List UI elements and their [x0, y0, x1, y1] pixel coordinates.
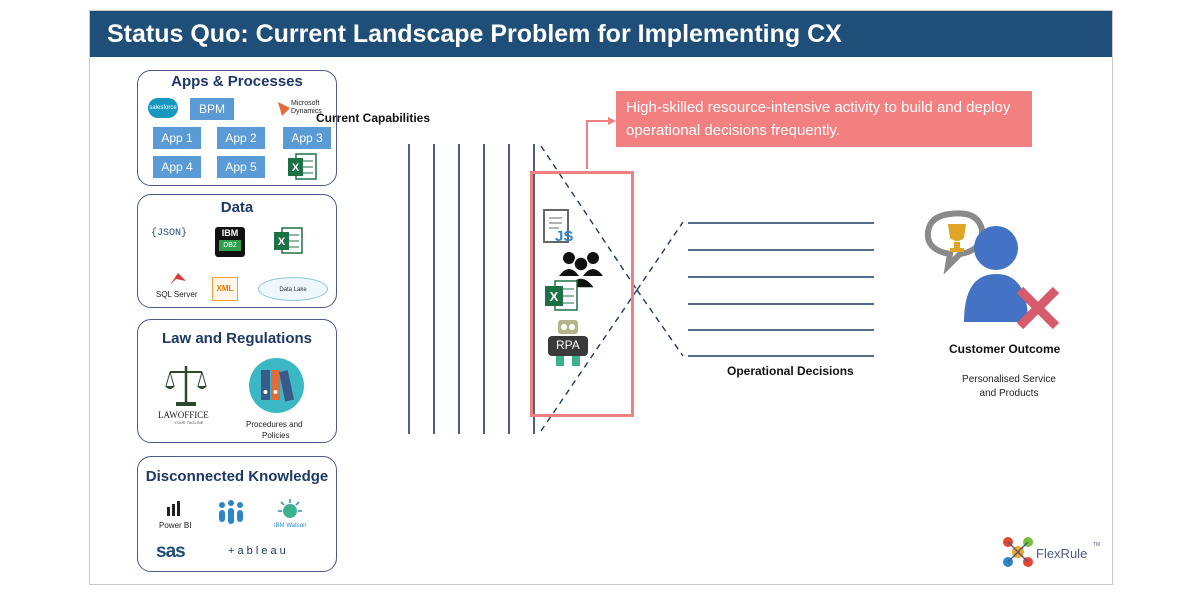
funnel-lower-right: [636, 289, 684, 357]
svg-text:X: X: [292, 162, 300, 174]
sas-logo: sas: [156, 541, 186, 563]
robot-svg: [548, 320, 588, 366]
title-bar: Status Quo: Current Landscape Problem fo…: [90, 11, 1112, 57]
funnel-upper-left: [540, 145, 638, 291]
panel-law-regulations: Law and Regulations LAWOFFICE YOUR TAGLI…: [137, 319, 337, 443]
page-title: Status Quo: Current Landscape Problem fo…: [107, 20, 842, 48]
funnel-dashes: [540, 145, 684, 432]
ibm-watson-label: IBM Watson: [274, 523, 307, 529]
svg-text:X: X: [550, 289, 559, 304]
excel-icon-tools: X: [545, 280, 578, 311]
dynamics-line1: Microsoft: [291, 100, 320, 107]
rpa-robot-icon: RPA: [544, 318, 592, 368]
xml-icon: XML: [212, 277, 238, 301]
flexrule-tm: TM: [1093, 542, 1101, 548]
lawoffice-label: LAWOFFICE: [158, 410, 209, 420]
tableau-logo: + a b l e a u: [228, 545, 286, 557]
app-5-box: App 5: [217, 156, 265, 178]
rpa-label: RPA: [556, 338, 580, 352]
js-label: JS: [555, 228, 574, 245]
app-2-box: App 2: [217, 127, 265, 149]
current-capabilities-label: Current Capabilities: [316, 111, 431, 125]
dynamics-line2: Dynamics: [291, 108, 322, 115]
data-lake-label: Data Lake: [279, 287, 307, 293]
callout-connector: [586, 117, 616, 169]
sql-server-icon: [170, 273, 186, 285]
callout-arrow-line: [586, 120, 610, 169]
app-3-box: App 3: [283, 127, 331, 149]
flexrule-logo: FlexRule TM: [1000, 534, 1110, 574]
salesforce-logo: salesforce: [148, 98, 178, 118]
panel-data-title: Data: [220, 199, 254, 216]
procedures-line1: Procedures and: [246, 420, 303, 429]
customer-head: [974, 226, 1018, 270]
db2-label: DB2: [219, 240, 241, 251]
panel-apps-title: Apps & Processes: [171, 73, 303, 90]
capability-lines: [408, 144, 535, 434]
panel-apps-processes: Apps & Processes salesforce BPM Microsof…: [137, 70, 337, 186]
customer-sub-line1: Personalised Service: [962, 374, 1056, 385]
bpm-box: BPM: [190, 98, 234, 120]
funnel-upper-right: [636, 221, 684, 291]
svg-text:X: X: [278, 236, 286, 248]
scales-icon: [165, 366, 207, 406]
customer-outcome-sub: Personalised Service and Products: [949, 373, 1069, 401]
panel-knowledge-title: Disconnected Knowledge: [145, 468, 329, 485]
salesforce-label: salesforce: [149, 105, 177, 111]
js-file-svg: [543, 209, 569, 243]
red-cross-icon: [1016, 286, 1060, 330]
flexrule-name: FlexRule: [1036, 546, 1088, 561]
ibm-watson-icon: [278, 499, 302, 518]
flexrule-mark-icon: [1003, 537, 1033, 567]
js-file-icon: JS: [542, 208, 576, 248]
json-logo: {JSON}: [151, 228, 188, 239]
customer-sub-line2: and Products: [979, 388, 1039, 399]
operational-decisions-label: Operational Decisions: [727, 364, 854, 378]
app-1-box: App 1: [153, 127, 201, 149]
resource-callout: High-skilled resource-intensive activity…: [616, 91, 1032, 147]
people-network-icon: [219, 500, 243, 524]
power-bi-icon: [167, 501, 180, 516]
sql-server-label: SQL Server: [156, 290, 198, 299]
app-4-box: App 4: [153, 156, 201, 178]
customer-outcome-icon: [924, 210, 1060, 330]
ibm-label: IBM: [221, 228, 239, 238]
procedures-line2: Policies: [262, 431, 290, 440]
customer-body: [964, 274, 1028, 322]
panel-law-title: Law and Regulations: [161, 330, 312, 347]
binders-svg: [261, 370, 295, 402]
ibm-db2-logo: IBM DB2: [215, 227, 245, 257]
decision-lines: [688, 222, 874, 357]
trophy-icon: [948, 224, 966, 241]
binders-icon: [249, 358, 304, 413]
panel-disconnected-knowledge: Disconnected Knowledge Power BI IBM Wats…: [137, 456, 337, 572]
customer-outcome-label: Customer Outcome: [949, 342, 1061, 356]
power-bi-label: Power BI: [159, 521, 192, 530]
tools-highlight-box: [530, 171, 634, 417]
panel-data: Data {JSON} IBM DB2 X SQL Server XML Dat…: [137, 194, 337, 308]
excel-icon-data: X: [274, 227, 303, 254]
excel-icon: X: [288, 153, 317, 180]
microsoft-dynamics-logo: Microsoft Dynamics: [278, 100, 330, 120]
data-lake-icon: Data Lake: [258, 277, 328, 301]
xml-label: XML: [216, 284, 234, 293]
lawoffice-tagline: YOUR TAGLINE: [174, 420, 204, 425]
dynamics-icon: [278, 102, 290, 116]
callout-arrowhead: [608, 117, 616, 125]
sas-label: sas: [156, 541, 186, 562]
people-group-icon: [559, 252, 603, 289]
